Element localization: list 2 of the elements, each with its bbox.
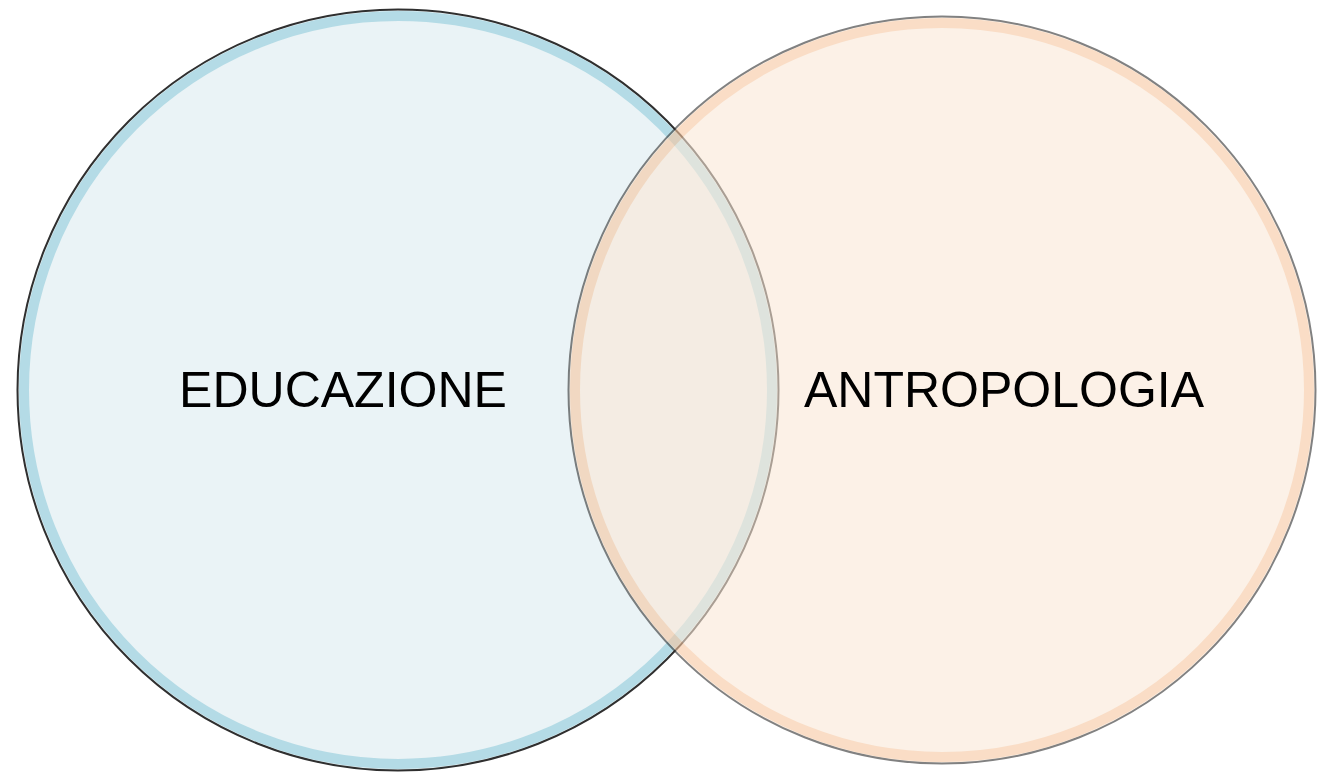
circle-label: EDUCAZIONE	[179, 361, 507, 419]
circle-label: ANTROPOLOGIA	[803, 361, 1205, 419]
